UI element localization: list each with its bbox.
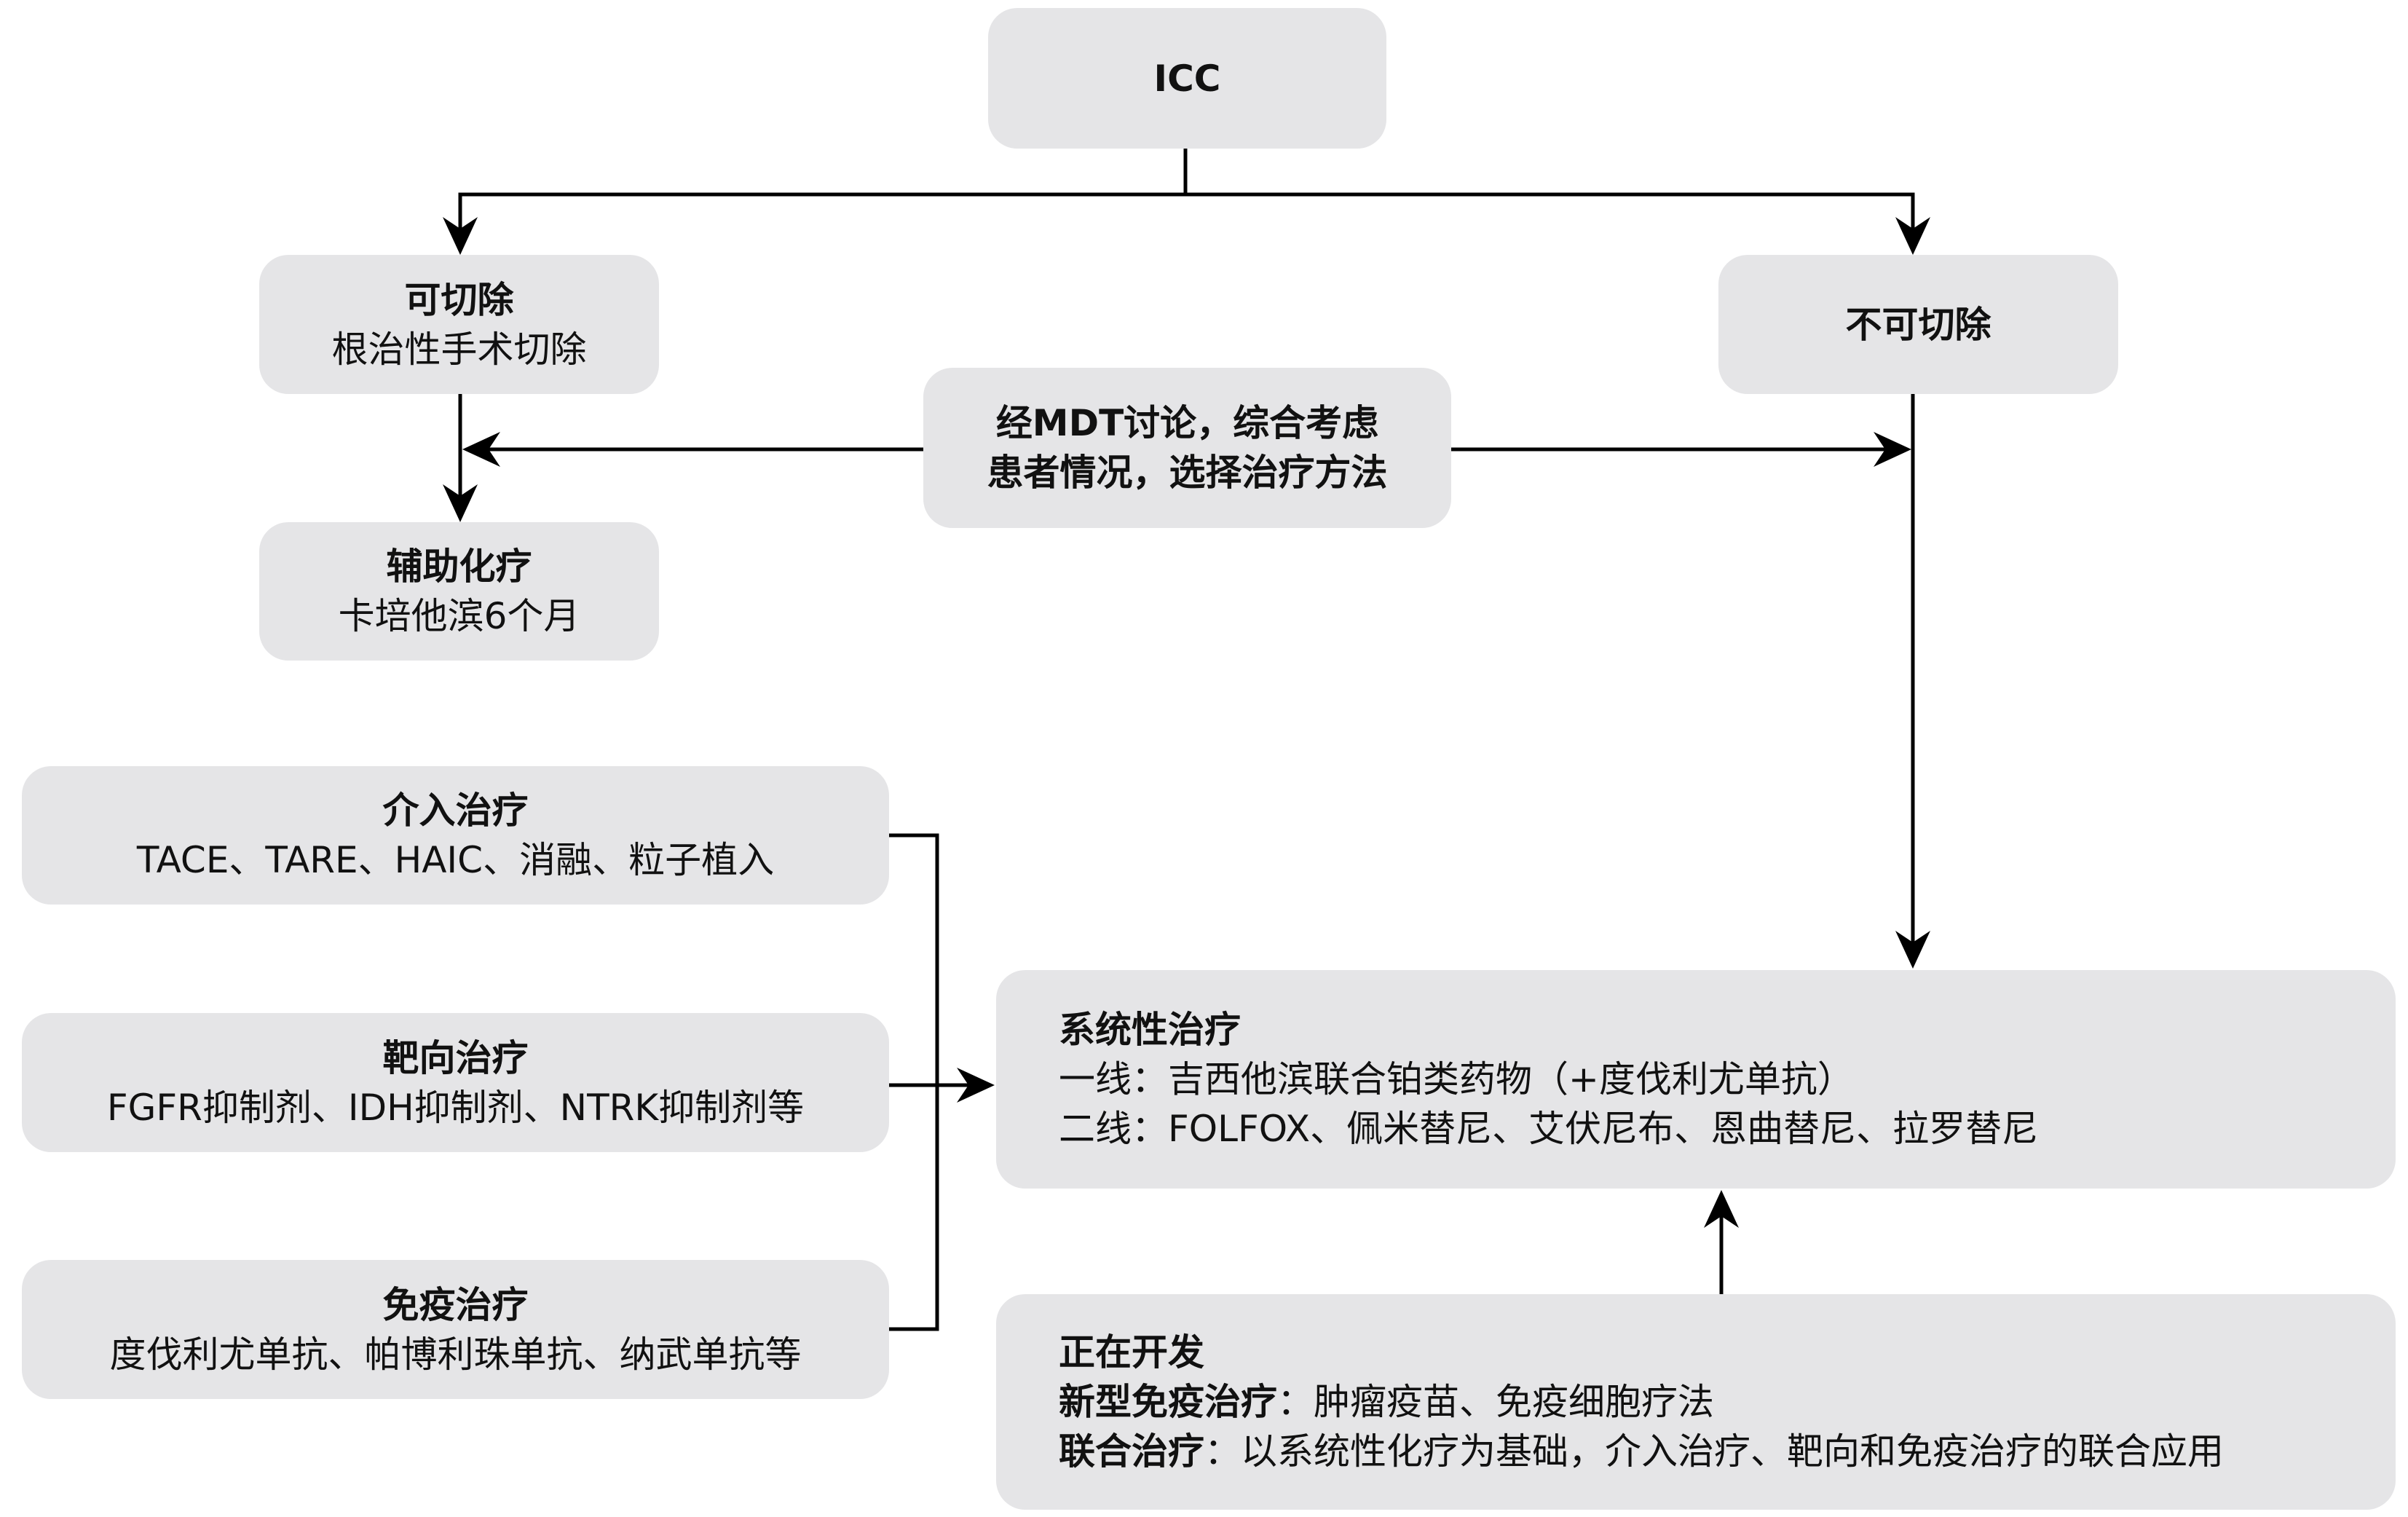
node-icc: ICC: [988, 8, 1386, 149]
arrowhead-left-mdt: [462, 432, 500, 467]
arrowhead-down-unresectable: [1895, 217, 1930, 255]
node-developing-line2-label: 联合治疗: [1059, 1430, 1204, 1473]
node-icc-title: ICC: [1153, 57, 1221, 100]
arrowhead-down-adjuvant: [443, 484, 478, 522]
node-developing: 正在开发 新型免疫治疗：肿瘤疫苗、免疫细胞疗法 联合治疗：以系统性化疗为基础，介…: [996, 1294, 2396, 1510]
node-mdt-line1: 经MDT讨论，综合考虑: [995, 402, 1379, 444]
node-resectable: 可切除 根治性手术切除: [259, 255, 659, 394]
node-unresectable: 不可切除: [1718, 255, 2118, 394]
node-interventional-title: 介入治疗: [382, 789, 529, 832]
node-developing-line1: 新型免疫治疗：肿瘤疫苗、免疫细胞疗法: [1059, 1377, 1714, 1427]
node-targeted: 靶向治疗 FGFR抑制剂、IDH抑制剂、NTRK抑制剂等: [22, 1013, 889, 1152]
edge-bracket: [889, 833, 939, 1331]
node-targeted-sub: FGFR抑制剂、IDH抑制剂、NTRK抑制剂等: [106, 1086, 805, 1129]
node-systemic-title: 系统性治疗: [1059, 1009, 1241, 1051]
arrowhead-up-systemic: [1704, 1190, 1739, 1228]
node-mdt: 经MDT讨论，综合考虑 患者情况，选择治疗方法: [923, 368, 1451, 528]
node-mdt-line2: 患者情况，选择治疗方法: [987, 452, 1388, 494]
node-developing-line2-text: ：以系统性化疗为基础，介入治疗、靶向和免疫治疗的联合应用: [1204, 1430, 2224, 1473]
node-adjuvant-title: 辅助化疗: [386, 545, 532, 588]
node-systemic-line1: 一线：吉西他滨联合铂类药物（+度伐利尤单抗）: [1059, 1058, 1854, 1100]
node-interventional: 介入治疗 TACE、TARE、HAIC、消融、粒子植入: [22, 766, 889, 905]
node-developing-line1-label: 新型免疫治疗: [1059, 1381, 1277, 1423]
node-unresectable-title: 不可切除: [1845, 303, 1991, 346]
node-developing-line2: 联合治疗：以系统性化疗为基础，介入治疗、靶向和免疫治疗的联合应用: [1059, 1427, 2224, 1476]
node-targeted-title: 靶向治疗: [382, 1036, 529, 1079]
arrowhead-down-resectable: [443, 217, 478, 255]
node-developing-title: 正在开发: [1059, 1331, 1204, 1374]
node-immuno-sub: 度伐利尤单抗、帕博利珠单抗、纳武单抗等: [109, 1333, 802, 1376]
node-resectable-title: 可切除: [404, 278, 514, 321]
node-adjuvant-sub: 卡培他滨6个月: [338, 595, 580, 637]
arrowhead-right-systemic: [957, 1068, 995, 1103]
node-adjuvant: 辅助化疗 卡培他滨6个月: [259, 522, 659, 661]
node-systemic: 系统性治疗 一线：吉西他滨联合铂类药物（+度伐利尤单抗） 二线：FOLFOX、佩…: [996, 970, 2396, 1189]
edge-root-to-unresectable: [1185, 192, 1915, 233]
node-immuno-title: 免疫治疗: [382, 1283, 529, 1326]
node-immuno: 免疫治疗 度伐利尤单抗、帕博利珠单抗、纳武单抗等: [22, 1260, 889, 1399]
arrowhead-right-mdt: [1874, 432, 1911, 467]
edge-root-to-resectable: [458, 192, 1185, 233]
node-resectable-sub: 根治性手术切除: [331, 328, 587, 371]
node-developing-line1-text: ：肿瘤疫苗、免疫细胞疗法: [1277, 1381, 1714, 1423]
node-interventional-sub: TACE、TARE、HAIC、消融、粒子植入: [136, 839, 775, 881]
arrowhead-down-systemic: [1895, 931, 1930, 969]
node-systemic-line2: 二线：FOLFOX、佩米替尼、艾伏尼布、恩曲替尼、拉罗替尼: [1059, 1108, 2039, 1150]
